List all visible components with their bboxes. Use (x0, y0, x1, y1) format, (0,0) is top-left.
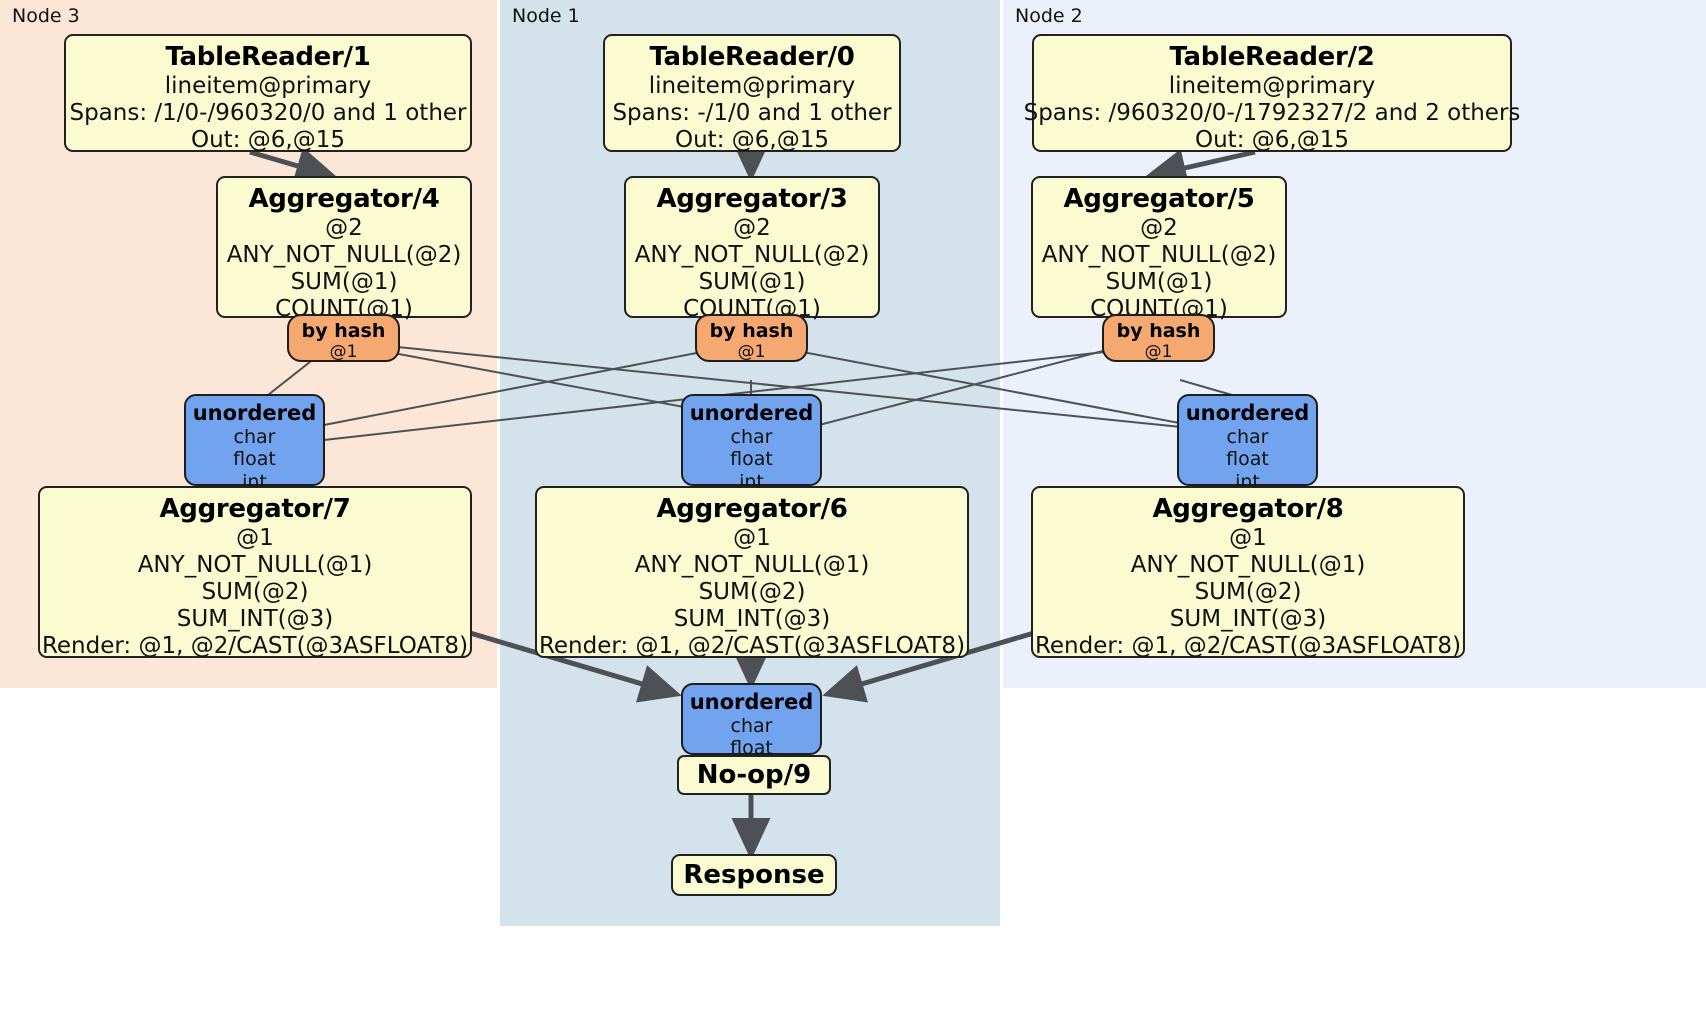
node-panel-label-node2: Node 2 (1015, 5, 1083, 27)
processor-func-2: SUM(@1) (698, 268, 806, 295)
sync-title: unordered (1185, 401, 1310, 425)
processor-table: lineitem@primary (1168, 72, 1376, 99)
processor-out: Out: @6,@15 (191, 126, 345, 153)
processor-group-cols: @1 (236, 524, 274, 551)
node-panel-label-node1: Node 1 (512, 5, 580, 27)
processor-title: No-op/9 (696, 760, 812, 790)
processor-table-reader-0[interactable]: TableReader/0 lineitem@primary Spans: -/… (603, 34, 901, 153)
sync-type-1: char (233, 425, 276, 448)
processor-group-cols: @2 (1140, 214, 1178, 241)
processor-no-op-9[interactable]: No-op/9 (677, 755, 831, 795)
router-by-hash-left[interactable]: by hash @1 (287, 314, 400, 362)
sync-type-1: char (1226, 425, 1269, 448)
sync-type-1: char (730, 714, 773, 737)
router-key: @1 (1144, 342, 1173, 363)
processor-title: TableReader/1 (165, 42, 371, 72)
processor-func-3: SUM_INT(@3) (176, 606, 334, 633)
router-by-hash-right[interactable]: by hash @1 (1102, 314, 1215, 362)
sync-type-2: float (1226, 448, 1269, 471)
processor-out: Out: @6,@15 (675, 126, 829, 153)
processor-title: Aggregator/5 (1063, 184, 1255, 214)
processor-render: Render: @1, @2/CAST(@3ASFLOAT8) (1034, 633, 1462, 660)
response-node[interactable]: Response (671, 854, 837, 896)
processor-func-3: SUM_INT(@3) (1169, 606, 1327, 633)
sync-unordered-center[interactable]: unordered char float int (681, 394, 822, 493)
processor-func-2: SUM(@2) (201, 578, 309, 605)
processor-group-cols: @2 (733, 214, 771, 241)
router-title: by hash (709, 320, 794, 342)
router-by-hash-center[interactable]: by hash @1 (695, 314, 808, 362)
processor-func-2: SUM(@2) (698, 578, 806, 605)
router-key: @1 (329, 342, 358, 363)
router-key: @1 (737, 342, 766, 363)
processor-func-2: SUM(@2) (1194, 578, 1302, 605)
sync-type-2: float (233, 448, 276, 471)
processor-func-3: SUM_INT(@3) (673, 606, 831, 633)
sync-type-1: char (730, 425, 773, 448)
sync-title: unordered (689, 401, 814, 425)
processor-out: Out: @6,@15 (1195, 126, 1349, 153)
processor-title: Aggregator/3 (656, 184, 848, 214)
processor-table-reader-2[interactable]: TableReader/2 lineitem@primary Spans: /9… (1024, 34, 1520, 153)
processor-title: Aggregator/6 (656, 494, 848, 524)
processor-aggregator-4[interactable]: Aggregator/4 @2 ANY_NOT_NULL(@2) SUM(@1)… (216, 176, 472, 322)
processor-spans: Spans: /1/0-/960320/0 and 1 other (69, 99, 467, 126)
sync-title: unordered (192, 401, 317, 425)
processor-table: lineitem@primary (648, 72, 856, 99)
processor-title: TableReader/0 (649, 42, 855, 72)
processor-title: TableReader/2 (1169, 42, 1375, 72)
processor-func-1: ANY_NOT_NULL(@2) (226, 241, 462, 268)
router-title: by hash (1116, 320, 1201, 342)
processor-func-2: SUM(@1) (1105, 268, 1213, 295)
processor-title: Aggregator/4 (248, 184, 440, 214)
node-panel-label-node3: Node 3 (12, 5, 80, 27)
sync-title: unordered (689, 690, 814, 714)
processor-aggregator-5[interactable]: Aggregator/5 @2 ANY_NOT_NULL(@2) SUM(@1)… (1031, 176, 1287, 322)
processor-aggregator-6[interactable]: Aggregator/6 @1 ANY_NOT_NULL(@1) SUM(@2)… (535, 486, 969, 660)
processor-render: Render: @1, @2/CAST(@3ASFLOAT8) (538, 633, 966, 660)
sync-unordered-left[interactable]: unordered char float int (184, 394, 325, 493)
processor-aggregator-3[interactable]: Aggregator/3 @2 ANY_NOT_NULL(@2) SUM(@1)… (624, 176, 880, 322)
sync-type-2: float (730, 448, 773, 471)
sync-unordered-final[interactable]: unordered char float (681, 683, 822, 759)
processor-group-cols: @2 (325, 214, 363, 241)
response-title: Response (683, 860, 825, 890)
sync-type-2: float (730, 737, 773, 760)
processor-aggregator-8[interactable]: Aggregator/8 @1 ANY_NOT_NULL(@1) SUM(@2)… (1031, 486, 1465, 660)
processor-table: lineitem@primary (164, 72, 372, 99)
processor-table-reader-1[interactable]: TableReader/1 lineitem@primary Spans: /1… (64, 34, 472, 153)
processor-func-1: ANY_NOT_NULL(@2) (1041, 241, 1277, 268)
processor-group-cols: @1 (1229, 524, 1267, 551)
processor-title: Aggregator/7 (159, 494, 351, 524)
processor-func-1: ANY_NOT_NULL(@2) (634, 241, 870, 268)
processor-spans: Spans: -/1/0 and 1 other (612, 99, 892, 126)
processor-spans: Spans: /960320/0-/1792327/2 and 2 others (1023, 99, 1521, 126)
processor-render: Render: @1, @2/CAST(@3ASFLOAT8) (41, 633, 469, 660)
processor-title: Aggregator/8 (1152, 494, 1344, 524)
processor-aggregator-7[interactable]: Aggregator/7 @1 ANY_NOT_NULL(@1) SUM(@2)… (38, 486, 472, 660)
processor-group-cols: @1 (733, 524, 771, 551)
processor-func-1: ANY_NOT_NULL(@1) (137, 551, 373, 578)
processor-func-2: SUM(@1) (290, 268, 398, 295)
router-title: by hash (301, 320, 386, 342)
sync-unordered-right[interactable]: unordered char float int (1177, 394, 1318, 493)
processor-func-1: ANY_NOT_NULL(@1) (634, 551, 870, 578)
processor-func-1: ANY_NOT_NULL(@1) (1130, 551, 1366, 578)
